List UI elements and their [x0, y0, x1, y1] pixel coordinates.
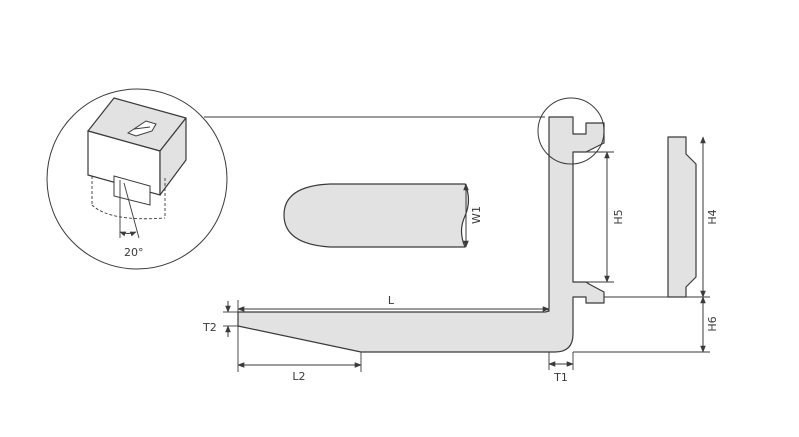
detail-circle: [46, 88, 228, 270]
hook-slot: [126, 120, 157, 137]
hook-detail-circle: [537, 97, 605, 165]
angle-label: 20°: [124, 246, 144, 259]
hook-lower-bar: [113, 175, 151, 206]
h5-label: H5: [612, 209, 625, 224]
detail-magnifier: 20°: [46, 88, 545, 270]
hook-right-face: [159, 117, 187, 196]
h4-label: H4: [706, 209, 719, 224]
angle-slanted-line: [123, 182, 140, 239]
angle-arc: [119, 231, 137, 237]
t1-label: T1: [553, 371, 568, 384]
w1-label: W1: [470, 206, 483, 224]
hook-dashed-profile: [91, 204, 166, 220]
hook-block-3d: [87, 97, 187, 239]
dimensions: L L2 T2 T1 H5 H6: [202, 151, 719, 384]
l-label: L: [388, 294, 395, 307]
cross-section: W1: [283, 183, 483, 248]
t2-label: T2: [202, 321, 217, 334]
l2-label: L2: [292, 370, 305, 383]
side-view-shape: [667, 136, 697, 298]
side-view: H4: [667, 136, 719, 298]
cross-section-shape: [283, 183, 470, 248]
h6-label: H6: [706, 316, 719, 331]
